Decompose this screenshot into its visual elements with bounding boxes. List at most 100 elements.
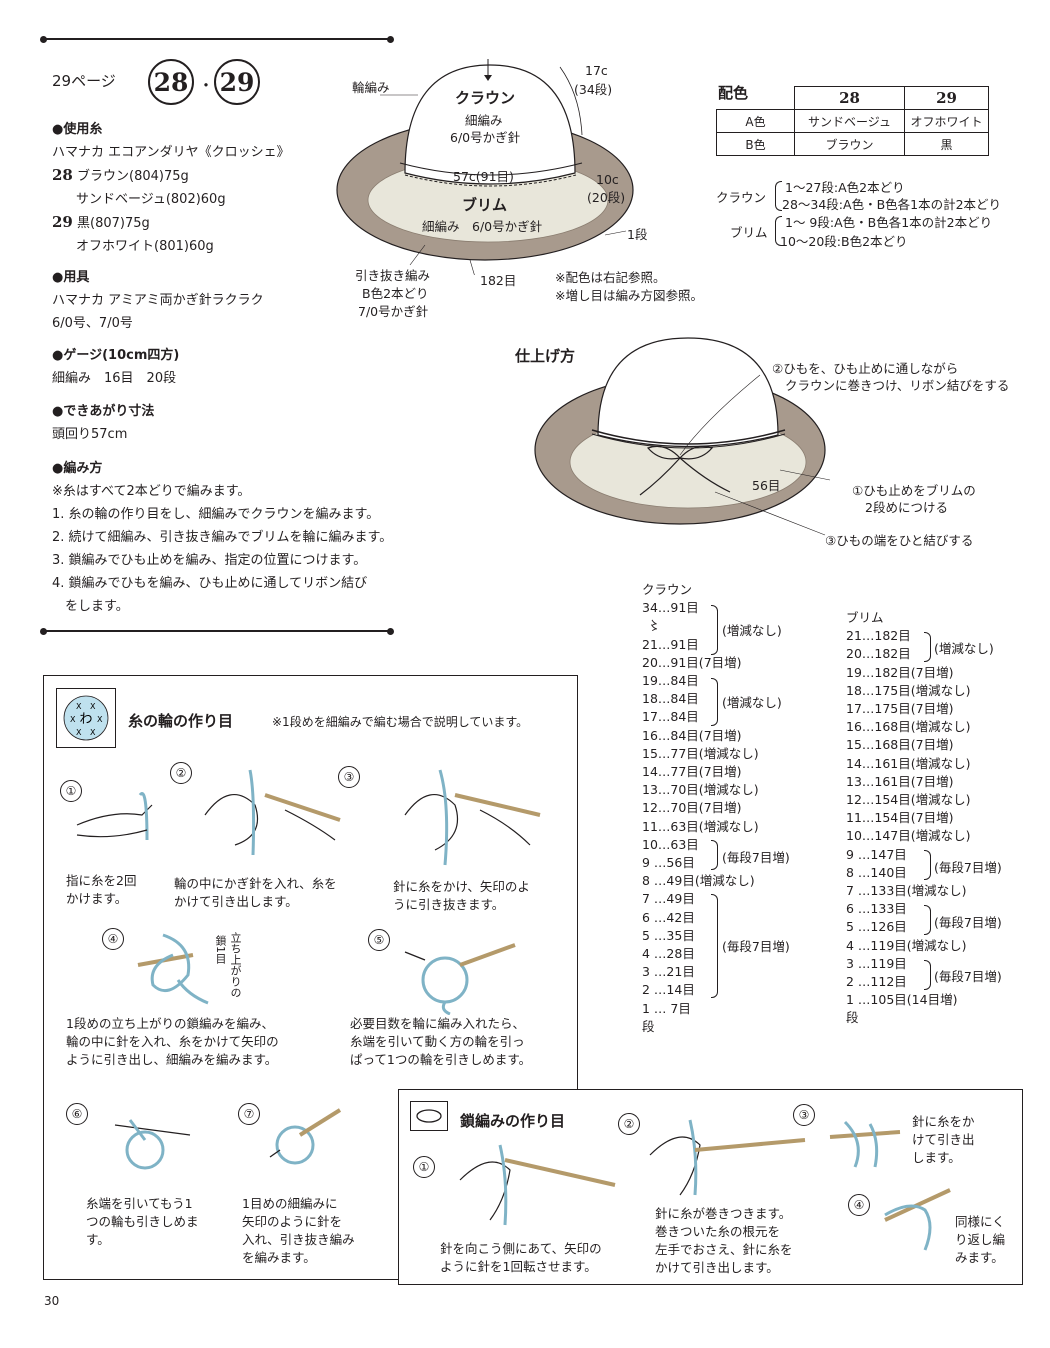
step-number: ⑤ [368,929,390,951]
chain-title: 鎖編みの作り目 [460,1112,566,1130]
crown-brace [711,678,718,726]
crown-table-title: クラウン [642,582,693,597]
table-row: 3 …119目 [846,955,907,971]
chain-step2-caption: 針に糸が巻きつきます。巻きついた糸の根元を左手でおさえ、針に糸をかけて引き出しま… [655,1206,793,1275]
top-rule [40,35,394,43]
color-cell: 黒 [904,132,989,156]
svg-text:X: X [90,702,96,711]
colors-crown-2: 28〜34段:A色・B色各1本の計2本どり [782,197,1002,212]
step-number: ① [60,780,82,802]
finish-label-56: 56目 [752,478,781,493]
materials-section: ●使用糸 ハマナカ エコアンダリヤ《クロッシェ》 28 ブラウン(804)75g… [52,118,290,258]
size-title: ●できあがり寸法 [52,404,155,419]
colors-brace [775,181,782,211]
table-row: 21…91目 [642,636,699,652]
ring-step3-illustration [404,769,541,866]
ring-step1-illustration [76,792,153,841]
hat-label-wa: 輪編み [352,80,390,95]
table-row: 16…84目(7目増) [642,727,742,743]
table-row: 5 …35目 [642,927,695,943]
table-row: 11…154目(7目増) [846,810,954,826]
size-line: 頭回り57cm [52,427,128,442]
step-number: ② [618,1113,640,1135]
table-row: 12…154目(増減なし) [846,792,971,808]
chain-step1-illustration [459,1144,616,1226]
hat-label-crown-stitch1: 細編み [465,113,503,128]
crown-stitch-table: クラウン 34…91目 〻 21…91目 20…91目(7目増) 19…84目 … [642,581,759,1036]
table-row: 6 …42目 [642,909,695,925]
table-row: 14…161目(増減なし) [846,755,971,771]
hat-note2: ※増し目は編み方図参照。 [555,288,703,303]
ring-step1-caption: 指に糸を2回かけます。 [66,873,137,906]
hat-label-hiki1: 引き抜き編み [355,268,431,283]
brim-stitch-table: ブリム 21…182目 20…182目 19…182目(7目増) 18…175目… [846,609,971,1028]
crown-brace-label: (増減なし) [722,623,782,638]
ring-step4-label2: 鎖1目 [214,935,227,964]
svg-text:X: X [70,715,76,724]
hat-note1: ※配色は右記参照。 [555,270,666,285]
colors-brim-label: ブリム [730,225,768,240]
ring-step6-illustration [114,1119,191,1170]
ring-step5-caption: 必要目数を輪に編み入れたら、糸端を引いて動く方の輪を引っぱって1つの輪を引きしめ… [350,1016,532,1067]
table-row: 11…63目(増減なし) [642,818,759,834]
materials-28-line2: サンドベージュ(802)60g [76,192,226,207]
pattern-number-28: 28 [148,59,194,105]
header-separator: ・ [198,76,215,95]
step-number: ⑦ [238,1103,260,1125]
chain-step1-caption: 針を向こう側にあて、矢印のように針を1回転させます。 [440,1241,602,1274]
finish-note-3: ③ひもの端をひと結びする [825,533,974,548]
gauge-section: ●ゲージ(10cm四方) 細編み 16目 20段 [52,344,179,390]
table-row: 21…182目 [846,628,911,644]
finish-hat-illustration [534,337,831,536]
crown-brace-label: (毎段7目増) [722,850,790,865]
brim-brace [924,905,931,935]
color-table-head-29: 29 [904,86,989,110]
mid-rule [40,627,394,635]
tools-line1: ハマナカ アミアミ両かぎ針ラクラク [52,293,264,308]
method-section: ●編み方 ※糸はすべて2本どりで編みます。 1. 糸の輪の作り目をし、細編みでク… [52,457,392,618]
brim-brace [924,850,931,880]
table-row: 2 …112目 [846,974,907,990]
hat-label-182: 182目 [480,273,517,288]
page-ref: 29ページ [52,72,116,90]
table-row: 18…84目 [642,691,699,707]
method-line: 1. 糸の輪の作り目をし、細編みでクラウンを編みます。 [52,507,380,522]
size-section: ●できあがり寸法 頭回り57cm [52,400,154,446]
ring-step7-caption: 1目めの細編みに矢印のように針を入れ、引き抜き編みを編みます。 [242,1196,355,1265]
chain-step4-caption: 同様にくり返し編みます。 [955,1214,1006,1265]
hat-label-17c: 17c [585,63,608,78]
table-row: 7 …49目 [642,891,695,907]
hat-label-hiki3: 7/0号かぎ針 [358,304,429,319]
table-row: 段 [846,1010,859,1026]
method-line: 4. 鎖編みでひもを編み、ひも止めに通してリボン結び [52,576,368,591]
brim-brace-label: (毎段7目増) [934,860,1002,875]
hat-diagram-illustration [336,59,634,275]
tools-title: ●用具 [52,270,90,285]
colors-brim-2: 10〜20段:B色2本どり [780,234,908,249]
table-row: 17…175目(7目増) [846,701,954,717]
svg-text:X: X [90,728,96,737]
table-row: 34…91目 [642,600,699,616]
step-number: ③ [793,1104,815,1126]
ring-title: 糸の輪の作り目 [128,712,234,730]
table-row: 2 …14目 [642,982,695,998]
table-row: 6 …133目 [846,901,907,917]
hat-label-34: (34段) [574,82,613,97]
ring-note: ※1段めを細編みで編む場合で説明しています。 [272,715,529,729]
table-row: 12…70目(7目増) [642,800,742,816]
ring-step5-illustration [404,943,516,1015]
table-row: 4 …119目(増減なし) [846,937,967,953]
chain-step2-illustration [649,1119,806,1196]
crown-brace-label: (毎段7目増) [722,939,790,954]
hat-label-crown: クラウン [455,89,516,107]
hat-label-brim: ブリム [462,196,508,214]
crown-brace [711,894,718,998]
ring-step4-caption: 1段めの立ち上がりの鎖編みを編み、輪の中に針を入れ、糸をかけて矢印のように引き出… [66,1016,279,1067]
table-row: 19…84目 [642,673,699,689]
crown-brace [711,840,718,870]
gauge-title: ●ゲージ(10cm四方) [52,348,180,363]
tools-line2: 6/0号、7/0号 [52,316,133,331]
colors-title: 配色 [718,84,749,102]
table-row: 1 …105目(14目増) [846,992,958,1008]
